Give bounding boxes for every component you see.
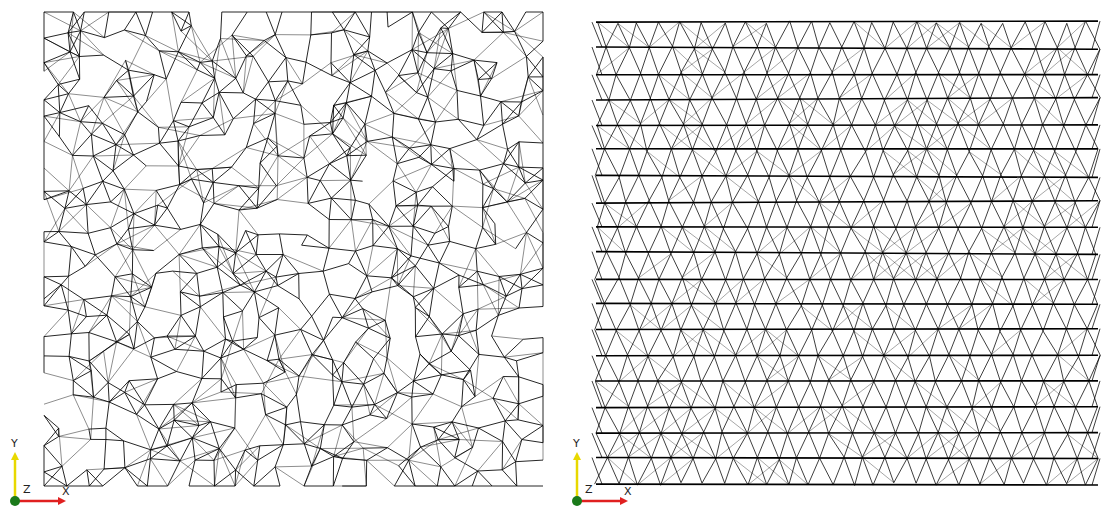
axis-label: Z <box>585 484 593 496</box>
mesh-lines <box>44 12 543 486</box>
axis-label: X <box>62 486 70 498</box>
axis-label: Y <box>573 438 580 450</box>
random-network <box>44 12 543 486</box>
axis-triad <box>572 452 628 506</box>
axis-triad <box>10 452 66 506</box>
axis-label: X <box>624 486 632 498</box>
axis-label: Z <box>23 484 31 496</box>
layered-network <box>592 21 1100 486</box>
mesh-lines <box>596 21 1098 485</box>
mesh-lines <box>44 12 543 486</box>
axis-label: Y <box>11 438 18 450</box>
mesh-lines <box>592 21 1100 486</box>
